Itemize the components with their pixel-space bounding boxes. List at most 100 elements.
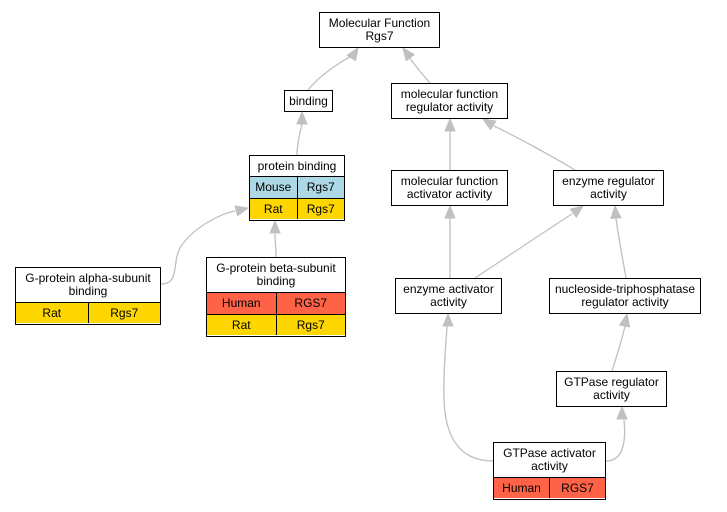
node-binding[interactable]: binding	[284, 90, 333, 112]
edge-line	[274, 233, 277, 258]
species-cell: Rat	[263, 201, 283, 216]
edge-line	[307, 53, 356, 91]
node-label-line: molecular function	[400, 174, 499, 188]
node-label-line: activator activity	[406, 187, 493, 201]
gene-cell: Rgs7	[296, 177, 345, 198]
gene-cell: Rgs7	[296, 199, 345, 219]
node-label-line: regulator activity	[405, 100, 494, 114]
node-label-line: regulator activity	[581, 295, 669, 309]
species-cell: Human	[221, 296, 261, 310]
arrowhead	[402, 46, 416, 62]
edge-mf-activator-to-mf-regulator	[444, 117, 456, 170]
node-label-line: GTPase activator	[503, 446, 596, 460]
gene-cell: RGS7	[275, 293, 346, 314]
node-label-line: binding	[256, 274, 296, 288]
species-row: Rat Rgs7	[16, 302, 160, 323]
species-cell: Rat	[231, 317, 251, 332]
gene-cell: RGS7	[549, 478, 605, 498]
species-row: Mouse Rgs7	[250, 176, 344, 198]
node-label-line: activity	[430, 295, 467, 309]
node-label-line: G-protein beta-subunit	[216, 261, 336, 275]
arrowhead	[234, 205, 250, 217]
edge-line	[615, 217, 627, 279]
edge-binding-to-mf-root	[307, 46, 359, 91]
species-cell: Rat	[42, 305, 62, 320]
arrowhead	[346, 46, 359, 62]
edge-gtpase-regulator-to-ntpase-regulator	[611, 312, 631, 372]
edge-line	[474, 213, 573, 279]
arrowhead	[296, 110, 308, 125]
edge-enzyme-regulator-to-mf-regulator	[481, 118, 576, 171]
arrowhead	[616, 405, 628, 420]
node-label-line: binding	[68, 284, 108, 298]
species-row: Rat Rgs7	[250, 198, 344, 219]
species-row: Rat Rgs7	[207, 314, 345, 335]
edge-line	[443, 325, 494, 462]
edge-enzyme-activator-to-enzyme-regulator	[474, 205, 585, 279]
node-label-line: enzyme activator	[403, 282, 494, 296]
node-label: protein binding	[250, 156, 344, 176]
arrowhead	[269, 219, 281, 234]
arrowhead	[610, 204, 622, 219]
arrowhead	[481, 118, 497, 131]
node-label-line: enzyme regulator	[562, 174, 655, 188]
node-label-line: GTPase regulator	[564, 375, 659, 389]
species-row: Human RGS7	[494, 477, 605, 498]
edge-galpha-binding-to-protein-binding	[160, 205, 250, 285]
arrowhead	[442, 312, 454, 327]
edge-gbeta-binding-to-protein-binding	[269, 219, 281, 258]
arrowhead	[569, 205, 585, 219]
node-label-line: protein binding	[257, 159, 337, 173]
node-label-line: G-protein alpha-subunit	[25, 271, 151, 285]
edge-line	[611, 325, 626, 372]
edge-enzyme-activator-to-mf-activator	[444, 204, 456, 278]
edge-ntpase-regulator-to-enzyme-regulator	[610, 204, 627, 279]
node-label-line: activity	[590, 187, 627, 201]
node-label-line: activity	[593, 388, 630, 402]
gene-cell: Rgs7	[275, 315, 346, 335]
node-label-line: Molecular Function	[328, 16, 431, 30]
arrowhead	[618, 312, 631, 328]
node-label-line: binding	[289, 94, 328, 108]
node-label-line: molecular function	[400, 87, 499, 101]
edge-mf-regulator-to-mf-root	[402, 46, 431, 84]
arrowhead	[444, 117, 456, 132]
edge-gtpase-activator-to-gtpase-regulator	[605, 405, 628, 462]
edge-line	[160, 210, 236, 285]
edge-gtpase-activator-to-enzyme-activator	[442, 312, 494, 462]
edge-line	[493, 125, 576, 171]
edge-line	[407, 55, 431, 84]
species-cell: Mouse	[255, 180, 292, 194]
arrowhead	[444, 204, 456, 219]
edge-line	[296, 123, 303, 156]
node-label-line: Rgs7	[365, 29, 394, 43]
gene-cell: Rgs7	[87, 303, 161, 323]
species-cell: Human	[502, 480, 541, 495]
species-row: Human RGS7	[207, 292, 345, 314]
edge-protein-binding-to-binding	[296, 110, 308, 156]
node-label-line: activity	[531, 459, 568, 473]
